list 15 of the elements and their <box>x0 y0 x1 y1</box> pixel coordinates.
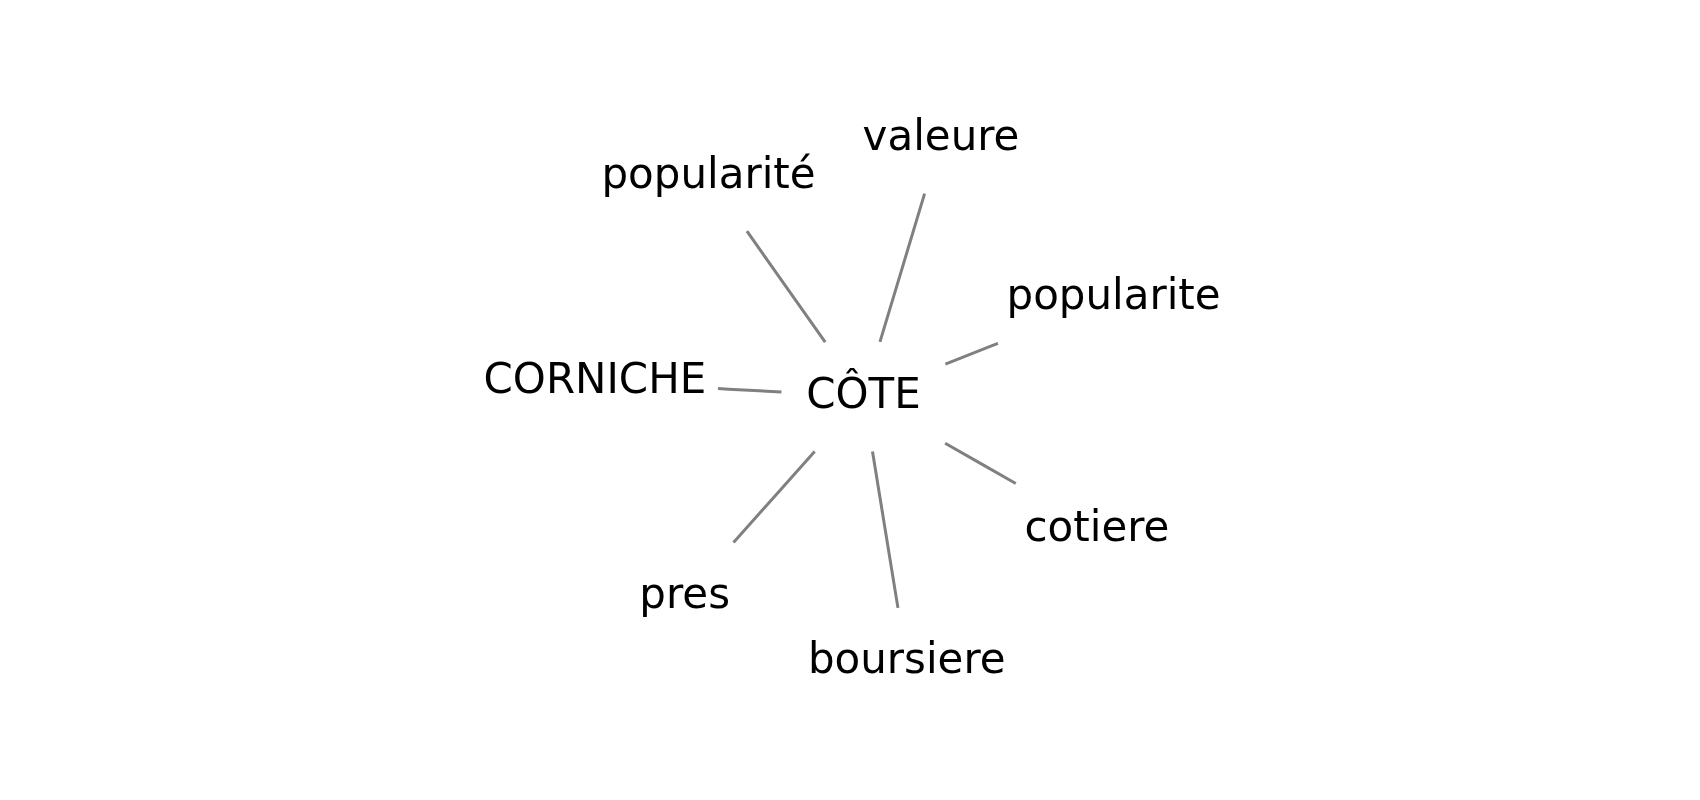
node-text: cotiere <box>1024 501 1169 551</box>
connector <box>745 229 826 343</box>
connector <box>878 192 926 342</box>
connector <box>870 450 899 608</box>
node-text: valeure <box>862 110 1019 160</box>
node-text: pres <box>638 568 730 618</box>
node-text: popularité <box>600 148 816 198</box>
node-text: CORNICHE <box>483 353 706 403</box>
connector <box>943 441 1016 485</box>
connector <box>731 449 816 544</box>
node-text: popularite <box>1006 269 1221 319</box>
node-text: CÔTE <box>805 368 921 418</box>
node-text: boursiere <box>807 633 1006 683</box>
connector <box>944 341 998 365</box>
connector <box>717 386 782 394</box>
